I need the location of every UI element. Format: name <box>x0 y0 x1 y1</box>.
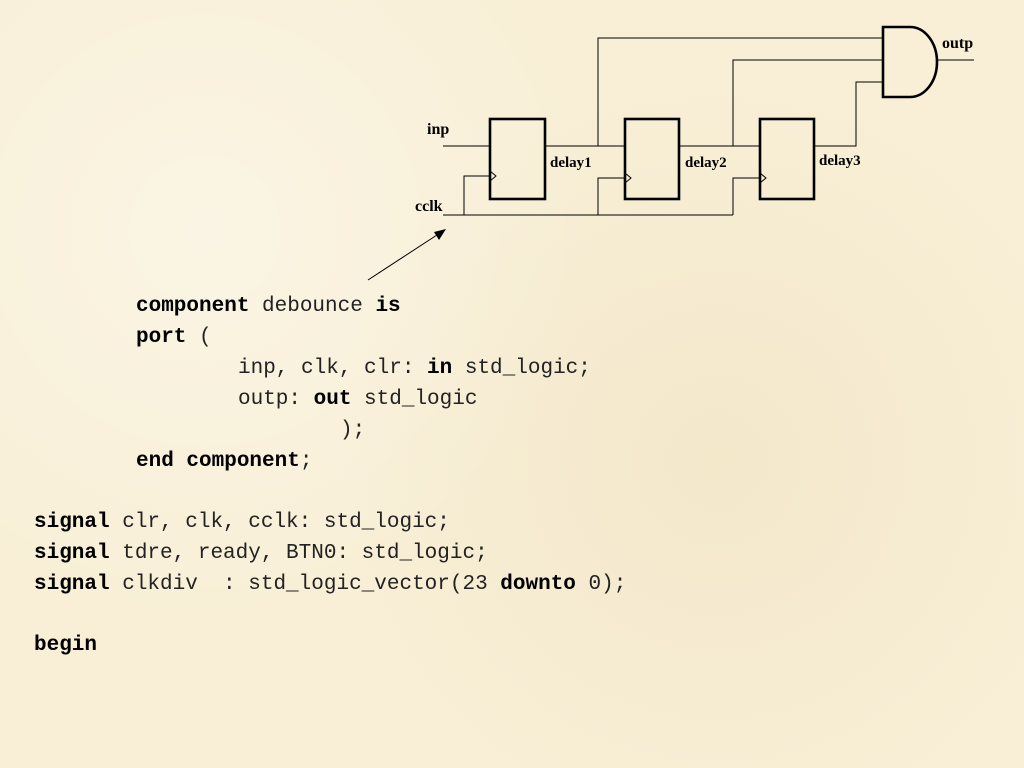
debounce-circuit-diagram: inp cclk delay1 delay2 delay3 outp <box>367 25 974 281</box>
keyword: signal <box>34 542 110 565</box>
pointer-arrow-line <box>367 232 441 281</box>
code-line-6: end component; <box>136 450 312 474</box>
code-text: debounce <box>249 295 376 318</box>
keyword: is <box>375 295 401 318</box>
clock-triangle-2 <box>624 172 632 184</box>
code-text: 0); <box>575 573 627 596</box>
delay3-to-and <box>814 81 883 147</box>
keyword: component <box>136 295 250 318</box>
code-text: inp, clk, clr: <box>238 357 428 380</box>
delay2-to-and <box>732 59 883 146</box>
code-text: tdre, ready, BTN0: std_logic; <box>109 542 488 565</box>
code-text: clr, clk, cclk: std_logic; <box>109 511 450 534</box>
code-text: std_logic <box>351 388 478 411</box>
flip-flop-1 <box>488 117 547 201</box>
code-line-5: ); <box>340 419 365 443</box>
code-line-10: begin <box>34 634 97 658</box>
keyword: port <box>136 326 187 349</box>
clk-feed-ff2 <box>597 177 625 215</box>
code-text: ( <box>186 326 212 349</box>
keyword: end component <box>136 450 300 473</box>
code-text: ; <box>299 450 313 473</box>
code-line-1: component debounce is <box>136 295 401 319</box>
code-text: std_logic; <box>452 357 591 380</box>
outp-label: outp <box>942 35 973 52</box>
clk-feed-ff1 <box>463 175 490 215</box>
code-line-3: inp, clk, clr: in std_logic; <box>238 357 591 381</box>
clock-triangle-1 <box>489 170 497 182</box>
and-gate <box>881 25 939 99</box>
code-line-8: signal tdre, ready, BTN0: std_logic; <box>34 542 488 566</box>
keyword: begin <box>34 634 98 657</box>
code-text: outp: <box>238 388 314 411</box>
keyword: signal <box>34 511 110 534</box>
cclk-label: cclk <box>415 198 443 215</box>
delay1-to-and <box>597 37 883 146</box>
flip-flop-2 <box>623 117 681 201</box>
clock-triangle-3 <box>759 172 767 184</box>
vhdl-code-block: component debounce is port ( inp, clk, c… <box>0 0 626 657</box>
code-line-2: port ( <box>136 326 212 350</box>
keyword: signal <box>34 573 110 596</box>
code-line-9: signal clkdiv : std_logic_vector(23 down… <box>34 573 626 597</box>
delay3-label: delay3 <box>819 153 861 169</box>
delay1-label: delay1 <box>550 155 592 171</box>
keyword: in <box>427 357 453 380</box>
keyword: downto <box>500 573 576 596</box>
flip-flop-3 <box>758 117 816 201</box>
clk-feed-ff3 <box>732 177 760 215</box>
pointer-arrowhead-icon <box>434 229 446 240</box>
delay2-label: delay2 <box>685 155 727 171</box>
code-text: ); <box>340 419 366 442</box>
inp-label: inp <box>427 121 449 138</box>
code-text: clkdiv : std_logic_vector(23 <box>109 573 501 596</box>
code-line-4: outp: out std_logic <box>238 388 477 412</box>
keyword: out <box>313 388 352 411</box>
code-line-7: signal clr, clk, cclk: std_logic; <box>34 511 450 535</box>
